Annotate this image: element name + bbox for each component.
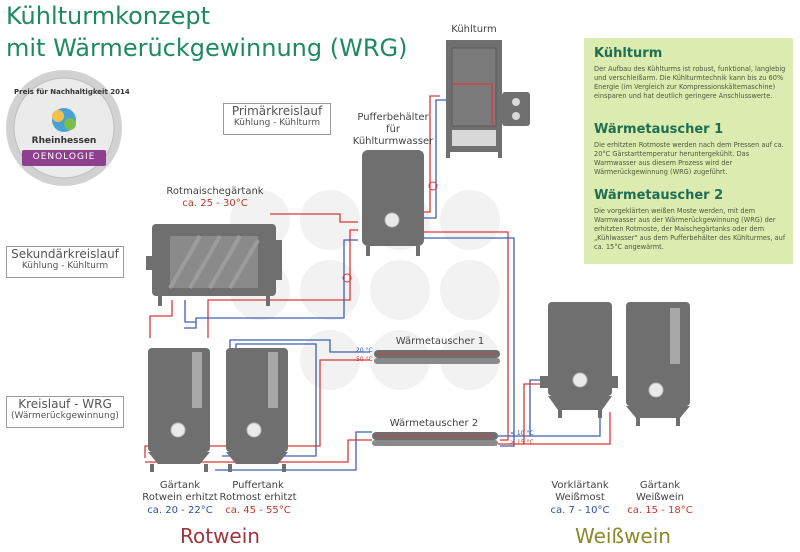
hx2-inlet-temp: < 10 °C [510,430,534,437]
tank-3-name: Vorklärtank [551,480,609,491]
info-text-hx2: Die vorgeklärten weißen Moste werden, mi… [594,207,786,251]
red-fermentation-tank [148,348,210,472]
red-buffer-tank [226,348,288,472]
tank-4-name: Gärtank [639,480,681,491]
secondary-loop-box: Sekundärkreislauf Kühlung - Kühlturm [6,246,124,278]
badge-region: Rheinhessen [31,136,97,146]
info-heading-cooling-tower: Kühlturm [594,46,663,61]
primary-loop-title: Primärkreislauf [231,104,323,118]
hx2-label: Wärmetauscher 2 [389,418,479,429]
section-weisswein: Weißwein [575,524,671,548]
wrg-loop-sub: (Wärmerückgewinnung) [11,411,119,421]
badge-award-text: Preis für Nachhaltigkeit 2014 [14,88,130,96]
mash-tank-label: Rotmaischegärtank [166,186,264,197]
cooling-tower-label: Kühlturm [451,24,497,35]
pipes [144,91,611,471]
hx1-label: Wärmetauscher 1 [395,336,485,347]
cooling-tower [446,40,530,158]
white-clarification-tank [540,302,618,418]
tank-3-desc: Weißmost [555,492,605,503]
wrg-loop-title: Kreislauf - WRG [18,397,112,411]
info-panel: Kühlturm Der Aufbau des Kühlturms ist ro… [584,38,793,264]
tank-1-desc: Rotwein erhitzt [142,492,218,503]
primary-loop-sub: Kühlung - Kühlturm [233,118,321,128]
heat-exchanger-1 [374,350,500,364]
white-fermentation-tank [626,302,690,426]
tank-2-desc: Rotmost erhitzt [219,492,297,503]
hx1-inlet-temp: 20 °C [356,347,373,354]
primary-loop-box: Primärkreislauf Kühlung - Kühlturm [223,103,331,135]
info-heading-hx1: Wärmetauscher 1 [594,122,724,137]
hx2-outlet-temp: > 15 °C [510,439,534,446]
info-text-cooling-tower: Der Aufbau des Kühlturms ist robust, fun… [594,65,786,100]
tank-4-temp: ca. 15 - 18°C [627,505,693,516]
heat-exchanger-2 [372,432,498,446]
secondary-loop-sub: Kühlung - Kühlturm [21,261,109,271]
tank-1-temp: ca. 20 - 22°C [147,505,213,516]
sustainability-badge [6,70,122,186]
tank-1-name: Gärtank [159,480,201,491]
page-title-line2: mit Wärmerückgewinnung (WRG) [6,34,408,62]
tank-2-temp: ca. 45 - 55°C [225,505,291,516]
info-text-hx1: Die erhitzten Rotmoste werden nach dem P… [594,141,784,176]
buffer-tank [362,150,424,256]
mash-tank-temp: ca. 25 - 30°C [182,198,248,209]
info-heading-hx2: Wärmetauscher 2 [594,188,724,203]
hx1-outlet-temp: 50 °C [356,356,373,363]
tank-2-name: Puffertank [232,480,284,491]
badge-banner: OENOLOGIE [32,152,96,162]
buffer-tank-label-2: für [386,124,400,135]
pump-symbols [342,181,438,283]
section-rotwein: Rotwein [180,524,260,548]
buffer-tank-label-1: Pufferbehälter [357,112,429,123]
page-title-line1: Kühlturmkonzept [6,2,211,30]
tank-4-desc: Weißwein [636,492,684,503]
buffer-tank-label-3: Kühlturmwasser [352,136,434,147]
secondary-loop-title: Sekundärkreislauf [11,247,119,261]
tank-3-temp: ca. 7 - 10°C [550,505,610,516]
mash-tank [146,224,282,306]
wrg-loop-box: Kreislauf - WRG (Wärmerückgewinnung) [6,396,124,428]
